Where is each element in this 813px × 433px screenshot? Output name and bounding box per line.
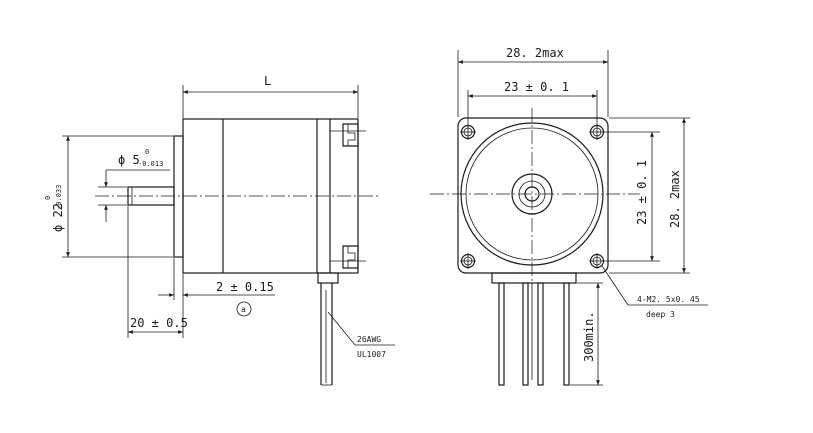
- side-view: 26AWG UL1007 L ϕ 22 0 -0.033 ϕ 5 0 -0.01…: [44, 74, 395, 386]
- dim-holev-text: 23 ± 0. 1: [635, 160, 649, 225]
- dim-lead-text: 300min.: [582, 311, 596, 362]
- wire-gauge-text: 26AWG: [357, 335, 381, 344]
- screw-detail-bottom: [342, 245, 359, 269]
- dim-holeh-text: 23 ± 0. 1: [504, 80, 569, 94]
- lead-exit-block: [317, 272, 339, 284]
- screw-callout-leader: [601, 265, 629, 306]
- dim-boss-text: ϕ 22: [51, 203, 65, 232]
- pilot-boss: [173, 135, 184, 258]
- dim-shaft-tol-lower: -0.013: [138, 160, 163, 168]
- screw-thread-top: [347, 124, 356, 146]
- ref-mark-text: a: [241, 305, 246, 314]
- dim-shaft-text: ϕ 5: [118, 153, 140, 167]
- lead-wire-3: [537, 282, 544, 386]
- dim-height-text: 28. 2max: [668, 170, 682, 228]
- dim-boss-tol-lower: -0.033: [55, 185, 63, 210]
- dim-shaft-tol-upper: 0: [145, 148, 149, 156]
- dim-flange-text: 2 ± 0.15: [216, 280, 274, 294]
- screw-detail-top: [342, 123, 359, 147]
- lead-connector: [491, 272, 577, 284]
- lead-wire-1: [498, 282, 505, 386]
- lead-wire-2: [522, 282, 529, 386]
- screw-callout-line1: 4-M2. 5x0. 45: [637, 295, 700, 304]
- lead-wire-4: [563, 282, 570, 386]
- dim-width-text: 28. 2max: [506, 46, 564, 60]
- dim-l-text: L: [264, 74, 271, 88]
- screw-thread-bottom: [347, 246, 356, 268]
- front-view: 28. 2max 23 ± 0. 1 23 ± 0. 1 28. 2max 4-…: [430, 46, 708, 386]
- wire-callout-leader: [327, 311, 356, 346]
- screw-callout-line2: deep 3: [646, 310, 675, 319]
- front-flange-outline: [457, 117, 609, 274]
- dim-shaftlen-text: 20 ± 0.5: [130, 316, 188, 330]
- ref-mark-circle: [236, 301, 252, 317]
- wire-type-text: UL1007: [357, 350, 386, 359]
- dim-boss-tol-upper: 0: [44, 196, 52, 200]
